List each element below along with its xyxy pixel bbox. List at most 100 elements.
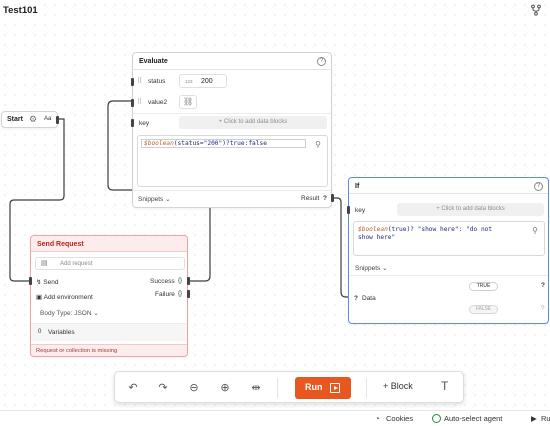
redo-icon[interactable]: ↷ <box>158 382 168 394</box>
if-header: If ? <box>349 178 548 194</box>
failure-label: Failure <box>155 291 175 298</box>
snippets-toggle[interactable]: Snippets ⌄ <box>355 265 388 272</box>
success-label: Success <box>150 278 175 285</box>
zoom-in-icon[interactable]: ⊕ <box>220 382 230 394</box>
object-type-icon: {} <box>178 278 183 284</box>
divider <box>133 190 331 191</box>
send-request-node[interactable]: Send Request ▤ Add request ↯ Send Succes… <box>29 235 190 357</box>
chevron-down-icon: ⌄ <box>93 310 99 317</box>
key-input-port[interactable] <box>347 206 350 214</box>
status-input-port[interactable] <box>131 78 134 86</box>
gear-icon[interactable]: ⚙ <box>29 114 38 124</box>
link-button[interactable]: ⛓ <box>179 95 197 109</box>
value2-label: value2 <box>148 99 168 106</box>
canvas-toolbar: ↶ ↷ ⊖ ⊕ ⇹ Run + Block T <box>114 371 464 403</box>
false-branch-badge: FALSE <box>469 305 498 314</box>
add-environment-button[interactable]: ▣ Add environment <box>36 294 93 301</box>
add-block-button[interactable]: + Block <box>383 381 413 391</box>
divider <box>349 275 548 276</box>
variables-count: 0 <box>38 329 42 335</box>
number-type-badge: 123 <box>185 78 193 84</box>
start-label: Start <box>7 116 23 123</box>
divider <box>133 113 331 114</box>
send-request-title: Send Request <box>37 241 84 248</box>
result-output-port[interactable] <box>331 194 334 202</box>
play-icon <box>330 383 340 393</box>
help-icon[interactable]: ? <box>534 182 543 191</box>
expression-editor[interactable]: $boolean(true)? "show here": "do not sho… <box>353 221 545 256</box>
runner-icon: ▶ <box>531 414 537 423</box>
page-title: Test101 <box>3 5 38 16</box>
expression-line <box>141 139 306 148</box>
auto-select-agent-button[interactable]: Auto-select agent <box>444 414 503 423</box>
variables-label: Variables <box>48 329 75 336</box>
status-bar: ◔ Cookies Auto-select agent ▶ Ru <box>0 410 550 426</box>
add-request-field[interactable]: ▤ Add request <box>35 257 185 270</box>
add-data-blocks-button[interactable]: + Click to add data blocks <box>397 203 544 216</box>
undo-icon[interactable]: ↶ <box>128 382 138 394</box>
cookie-icon: ◔ <box>375 414 380 423</box>
key-label: key <box>355 207 366 214</box>
status-label: status <box>148 78 166 85</box>
send-icon: ↯ <box>36 279 42 286</box>
top-bar: Test101 <box>0 0 550 22</box>
evaluate-node[interactable]: Evaluate ? ⠿ status 123 200 ⠿ value2 ⛓ k… <box>131 52 334 208</box>
result-label: Result <box>301 195 320 202</box>
text-type-badge: Aa <box>44 116 52 122</box>
link-icon: ⛓ <box>183 97 194 106</box>
key-input-port[interactable] <box>131 119 134 127</box>
success-output-port[interactable] <box>187 277 190 285</box>
runner-button[interactable]: Ru <box>541 414 550 423</box>
send-request-header: Send Request <box>31 236 187 252</box>
fork-icon[interactable] <box>530 4 542 16</box>
if-title: If <box>355 183 360 190</box>
zoom-out-icon[interactable]: ⊖ <box>189 382 199 394</box>
start-node[interactable]: Start ⚙ Aa <box>1 111 59 128</box>
divider <box>31 323 187 324</box>
run-button[interactable]: Run <box>295 377 351 399</box>
evaluate-title: Evaluate <box>139 58 168 65</box>
environment-icon: ▣ <box>36 294 43 301</box>
magic-wand-icon[interactable]: ⚲ <box>532 226 538 235</box>
chevron-down-icon: ⌄ <box>382 265 388 272</box>
true-output-type-icon: ? <box>541 282 545 289</box>
data-type-icon: ? <box>354 295 358 302</box>
add-request-label: Add request <box>60 261 93 267</box>
key-label: key <box>139 120 150 127</box>
expression-text: $boolean(status="200")?true:false <box>144 140 267 147</box>
failure-output-port[interactable] <box>187 290 190 298</box>
text-tool-icon[interactable]: T <box>441 379 449 393</box>
expression-editor[interactable]: $boolean(status="200")?true:false ⚲ <box>137 135 328 187</box>
send-label: ↯ Send <box>36 279 59 286</box>
result-type-icon: ? <box>323 195 327 202</box>
true-branch-badge: TRUE <box>469 282 498 291</box>
snippets-toggle[interactable]: Snippets ⌄ <box>138 196 171 203</box>
request-icon: ▤ <box>41 260 48 267</box>
toolbar-divider <box>277 378 278 398</box>
drag-handle-icon[interactable]: ⠿ <box>137 78 142 85</box>
expression-line-2: show here" <box>358 234 396 241</box>
help-icon[interactable]: ? <box>317 57 326 66</box>
status-value-input[interactable]: 123 200 <box>179 74 227 88</box>
chevron-down-icon: ⌄ <box>165 196 171 203</box>
magic-wand-icon[interactable]: ⚲ <box>315 140 321 149</box>
evaluate-header: Evaluate ? <box>133 53 331 70</box>
object-type-icon: {} <box>178 291 183 297</box>
false-output-type-icon: ? <box>541 305 545 312</box>
start-output-port[interactable] <box>56 116 59 124</box>
cookies-button[interactable]: Cookies <box>386 414 414 423</box>
data-label: Data <box>362 295 376 302</box>
check-circle-icon <box>432 414 441 423</box>
variables-section[interactable]: 0 Variables <box>31 324 187 341</box>
add-data-blocks-button[interactable]: + Click to add data blocks <box>179 116 327 129</box>
fit-width-icon[interactable]: ⇹ <box>251 382 261 394</box>
toolbar-divider <box>366 378 367 398</box>
error-message: Request or collection is missing <box>31 344 187 356</box>
status-value: 200 <box>201 78 213 85</box>
drag-handle-icon[interactable]: ⠿ <box>137 99 142 106</box>
value2-input-port[interactable] <box>131 99 134 107</box>
send-input-port[interactable] <box>29 277 32 285</box>
body-type-select[interactable]: Body Type: JSON ⌄ <box>40 310 99 317</box>
if-node[interactable]: If ? key + Click to add data blocks $boo… <box>347 177 549 324</box>
expression-line-1: $boolean(true)? "show here": "do not <box>358 226 493 233</box>
